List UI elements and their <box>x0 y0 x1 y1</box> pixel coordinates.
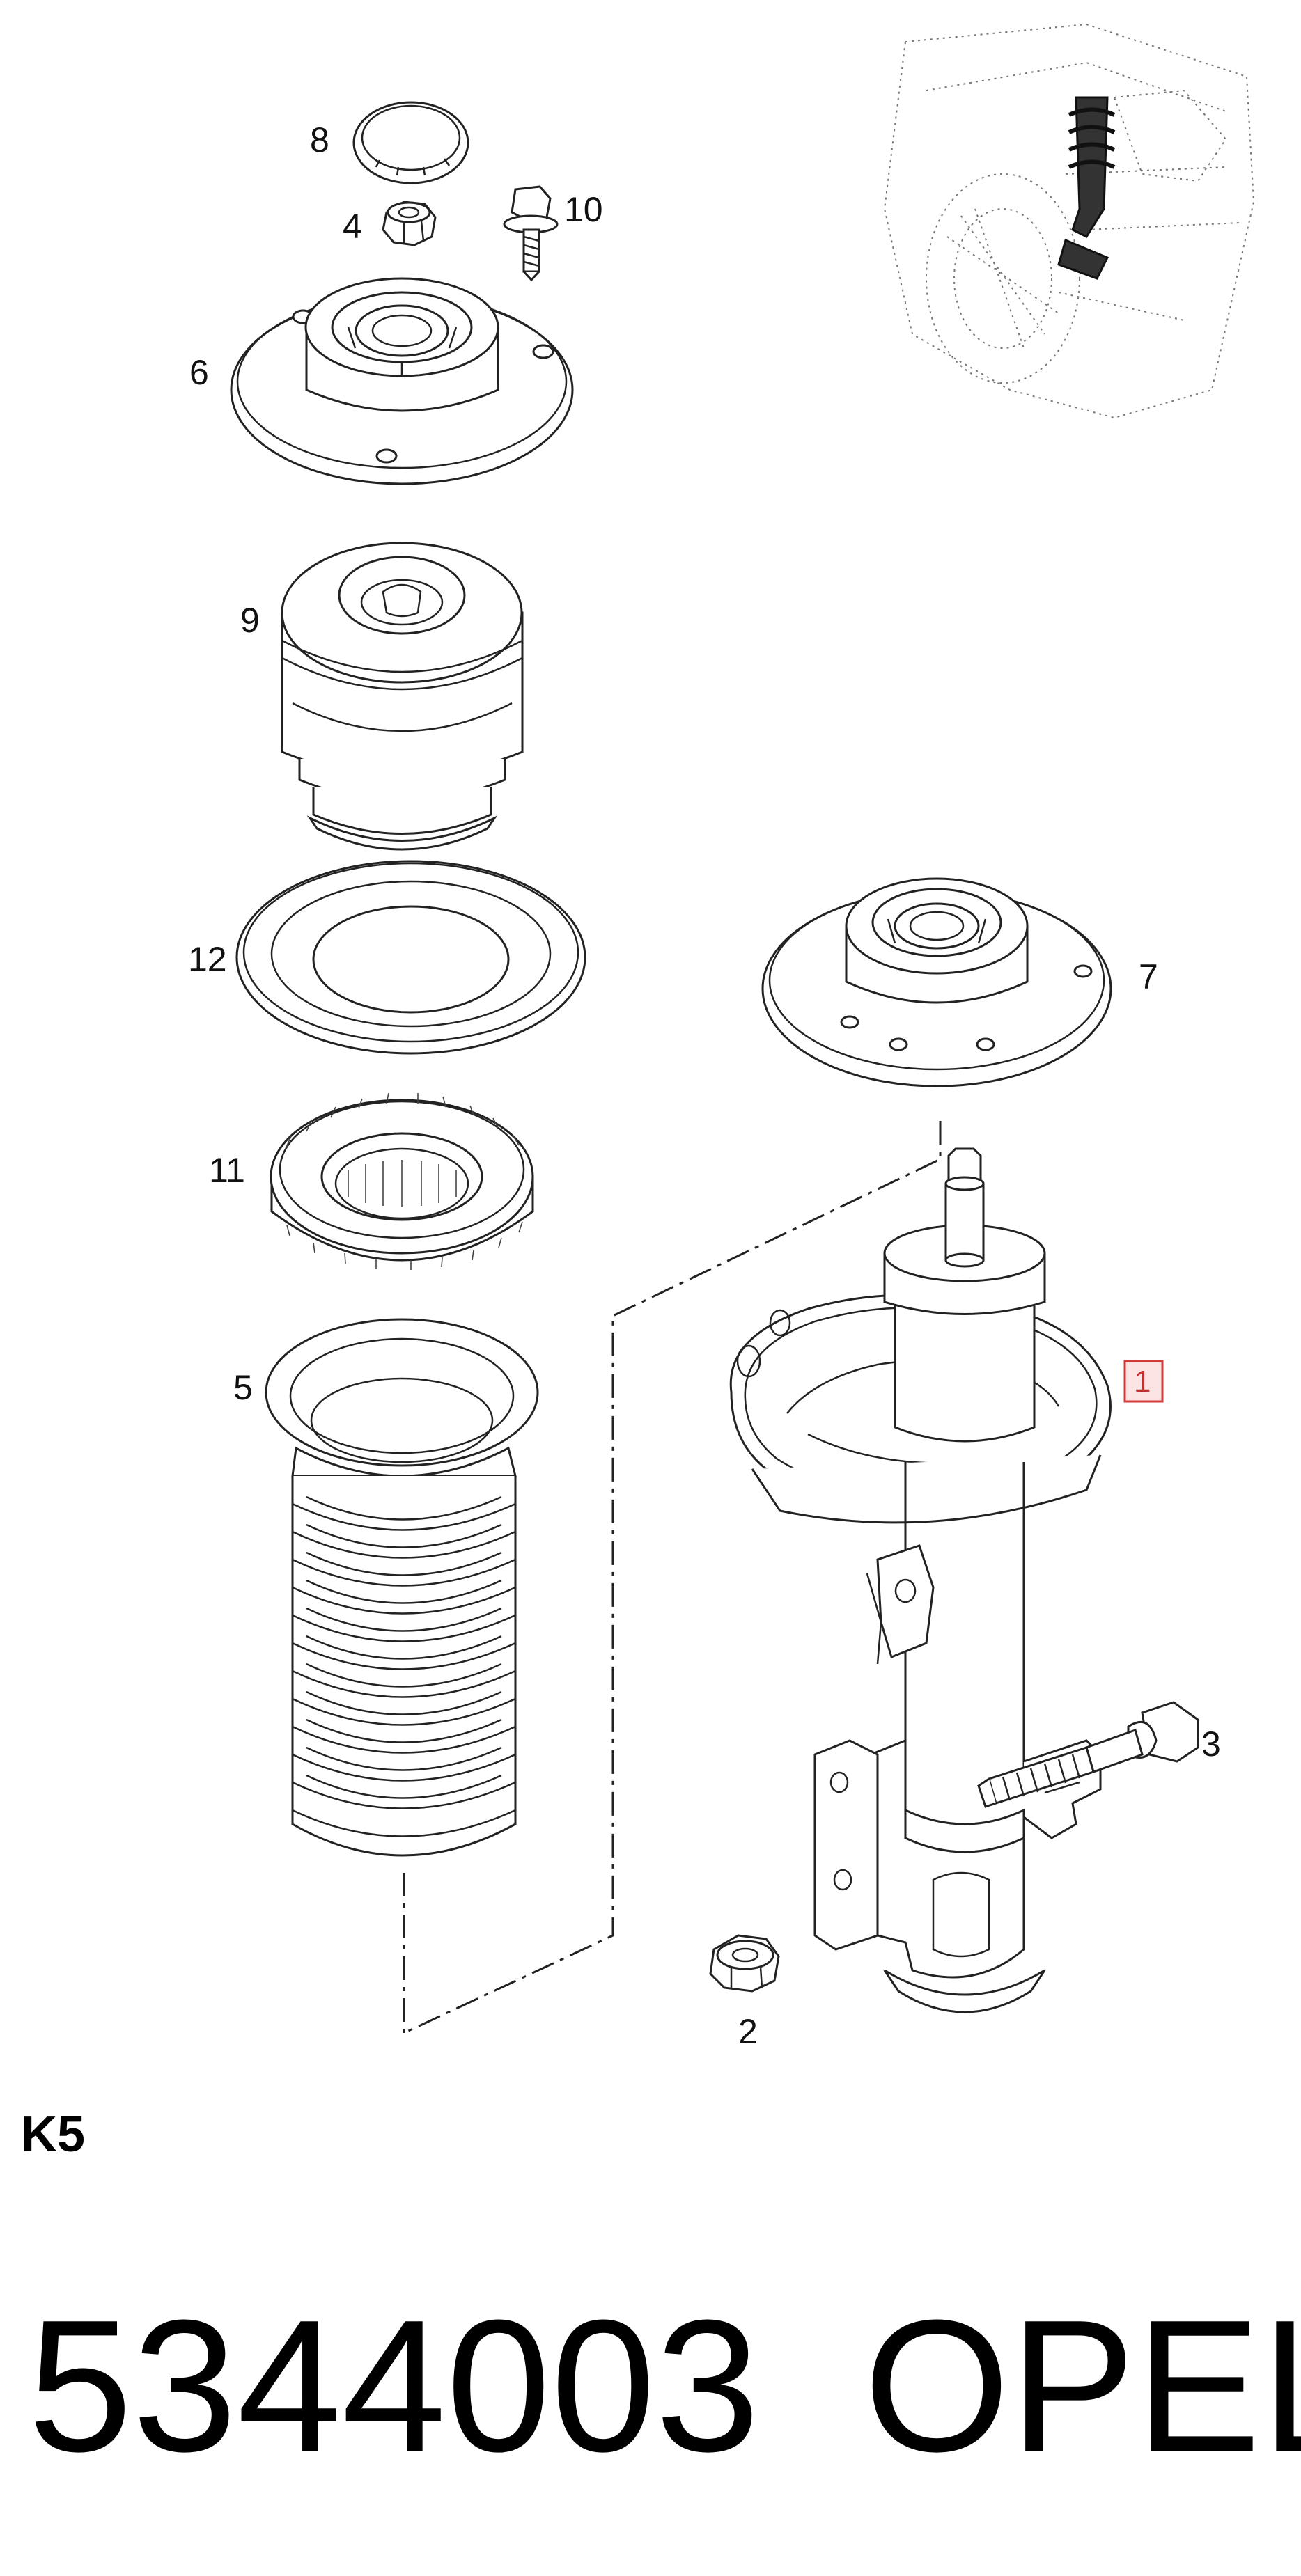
part-2-flange-nut <box>709 1934 780 1993</box>
brand-name: OPEL <box>864 2282 1301 2491</box>
part-7-strut-mount <box>761 877 1112 1087</box>
part-label-5: 5 <box>233 1368 253 1407</box>
part-1-shock-absorber <box>729 1147 1112 2013</box>
part-label-1-callout[interactable]: 1 <box>1123 1360 1164 1403</box>
vehicle-location-inset <box>883 23 1255 419</box>
part-label-7: 7 <box>1139 957 1158 996</box>
part-label-10: 10 <box>564 190 603 229</box>
part-label-9: 9 <box>240 601 260 640</box>
part-label-6: 6 <box>189 353 209 392</box>
part-4-nut <box>382 201 437 246</box>
part-10-bolt <box>503 185 559 282</box>
part-5-dust-boot <box>265 1318 539 1857</box>
part-9-bump-stop <box>281 542 524 851</box>
part-label-8: 8 <box>310 120 329 159</box>
part-number: 5344003 <box>28 2282 760 2491</box>
part-label-12: 12 <box>188 940 227 979</box>
assembly-line-right <box>403 1121 942 2034</box>
part-6-strut-mount <box>230 277 574 485</box>
part-label-2: 2 <box>738 2012 758 2051</box>
part-label-11: 11 <box>209 1151 245 1190</box>
part-11-bearing <box>270 1092 534 1270</box>
part-8-dust-cap <box>352 101 469 184</box>
part-label-3: 3 <box>1201 1725 1221 1764</box>
section-code: K5 <box>21 2107 85 2162</box>
part-label-4: 4 <box>343 207 362 246</box>
part-label-1: 1 <box>1134 1365 1151 1399</box>
part-3-bolt <box>977 1701 1199 1808</box>
highlighted-strut-icon <box>1057 96 1116 280</box>
part-12-spring-seat <box>235 860 586 1055</box>
